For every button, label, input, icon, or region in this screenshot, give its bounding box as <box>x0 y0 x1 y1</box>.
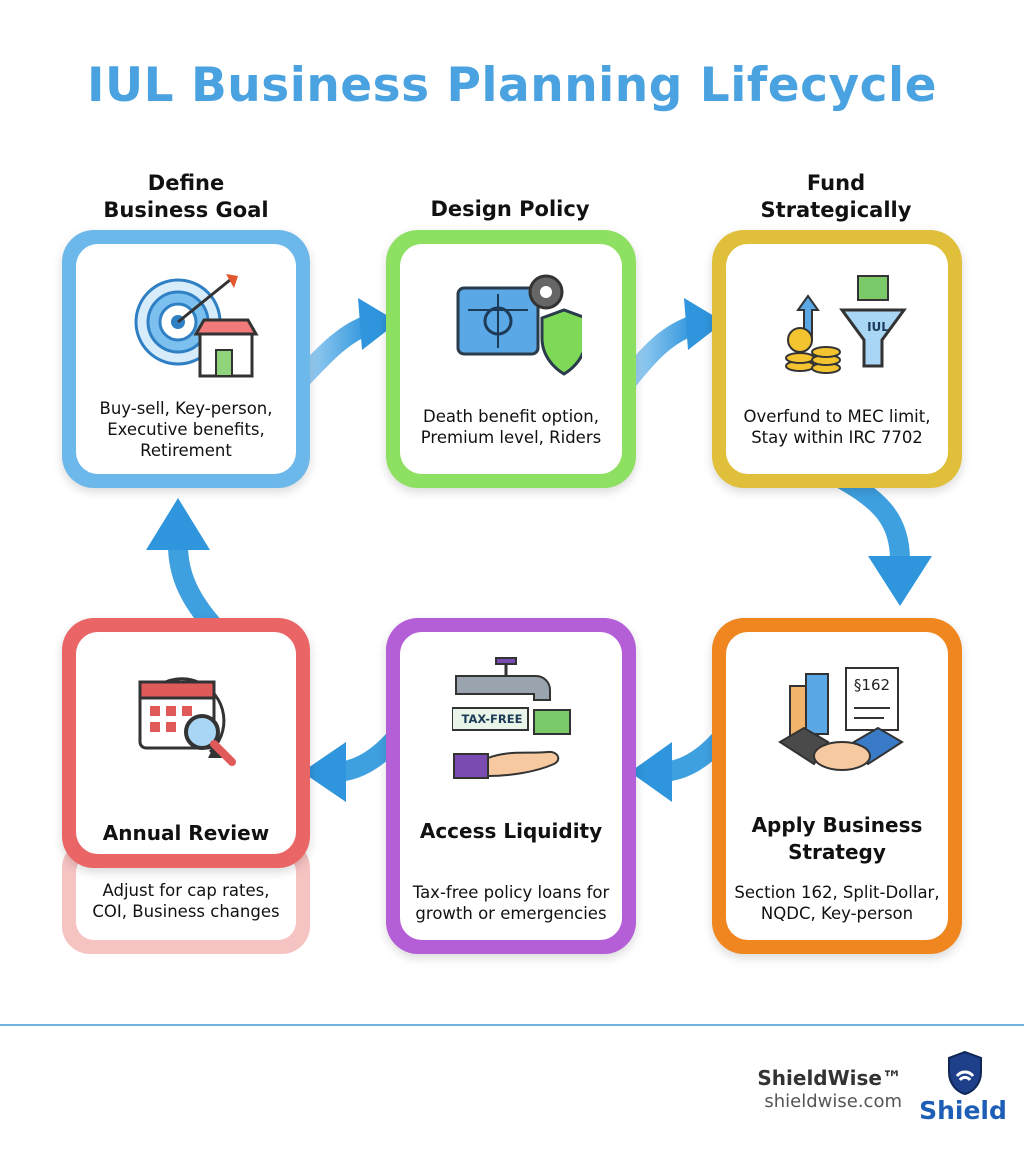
step-label-apply-strategy: Apply Business Strategy <box>751 813 923 864</box>
arrow-review-to-goal <box>146 498 225 638</box>
arrow-liquidity-to-review <box>302 730 404 802</box>
page-title: IUL Business Planning Lifecycle <box>87 58 937 113</box>
shield-logo-icon <box>948 1050 982 1096</box>
desc-access-liquidity: Tax-free policy loans for growth or emer… <box>412 883 610 923</box>
faucet-money-icon <box>452 657 571 779</box>
desc-fund-strategically: Overfund to MEC limit, Stay within IRC 7… <box>743 407 931 447</box>
handshake-document-icon <box>778 667 904 771</box>
step-label-fund-strategically: Fund Strategically <box>760 171 912 222</box>
blueprint-shield-icon <box>456 274 582 376</box>
footer-divider <box>0 1024 1024 1026</box>
section-doc-label: §162 <box>853 676 891 694</box>
arrow-fund-to-apply <box>830 468 932 606</box>
step-label-define-goal: Define Business Goal <box>103 171 269 222</box>
step-label-design-policy: Design Policy <box>430 197 590 221</box>
card-apply-strategy: §162 Apply Business Strategy Section 162… <box>712 618 962 954</box>
card-access-liquidity: TAX-FREE Access Liquidity Tax-free polic… <box>386 618 636 954</box>
card-fund-strategically: IUL Overfund to MEC limit, Stay within I… <box>712 230 962 488</box>
card-annual-review: Annual Review <box>62 618 310 868</box>
brand-name: ShieldWise™ <box>757 1066 902 1090</box>
target-store-icon <box>134 274 259 378</box>
desc-annual-review: Adjust for cap rates, COI, Business chan… <box>92 881 280 921</box>
calendar-magnifier-icon <box>138 677 236 766</box>
brand-url[interactable]: shieldwise.com <box>764 1091 902 1112</box>
step-label-access-liquidity: Access Liquidity <box>419 819 603 843</box>
arrow-goal-to-design <box>290 298 398 390</box>
step-label-annual-review: Annual Review <box>102 821 270 845</box>
funnel-label: IUL <box>867 320 889 334</box>
arrow-design-to-fund <box>618 298 724 390</box>
desc-define-goal: Buy-sell, Key-person, Executive benefits… <box>99 399 273 460</box>
arrow-apply-to-liquidity <box>630 730 730 802</box>
desc-apply-strategy: Section 162, Split-Dollar, NQDC, Key-per… <box>734 883 940 923</box>
desc-design-policy: Death benefit option, Premium level, Rid… <box>420 407 602 447</box>
tax-free-tag: TAX-FREE <box>461 712 523 726</box>
logo-wordmark: Shield <box>919 1096 1007 1125</box>
card-define-goal: Buy-sell, Key-person, Executive benefits… <box>62 230 310 488</box>
card-design-policy: Death benefit option, Premium level, Rid… <box>386 230 636 488</box>
coins-funnel-icon <box>785 275 907 374</box>
